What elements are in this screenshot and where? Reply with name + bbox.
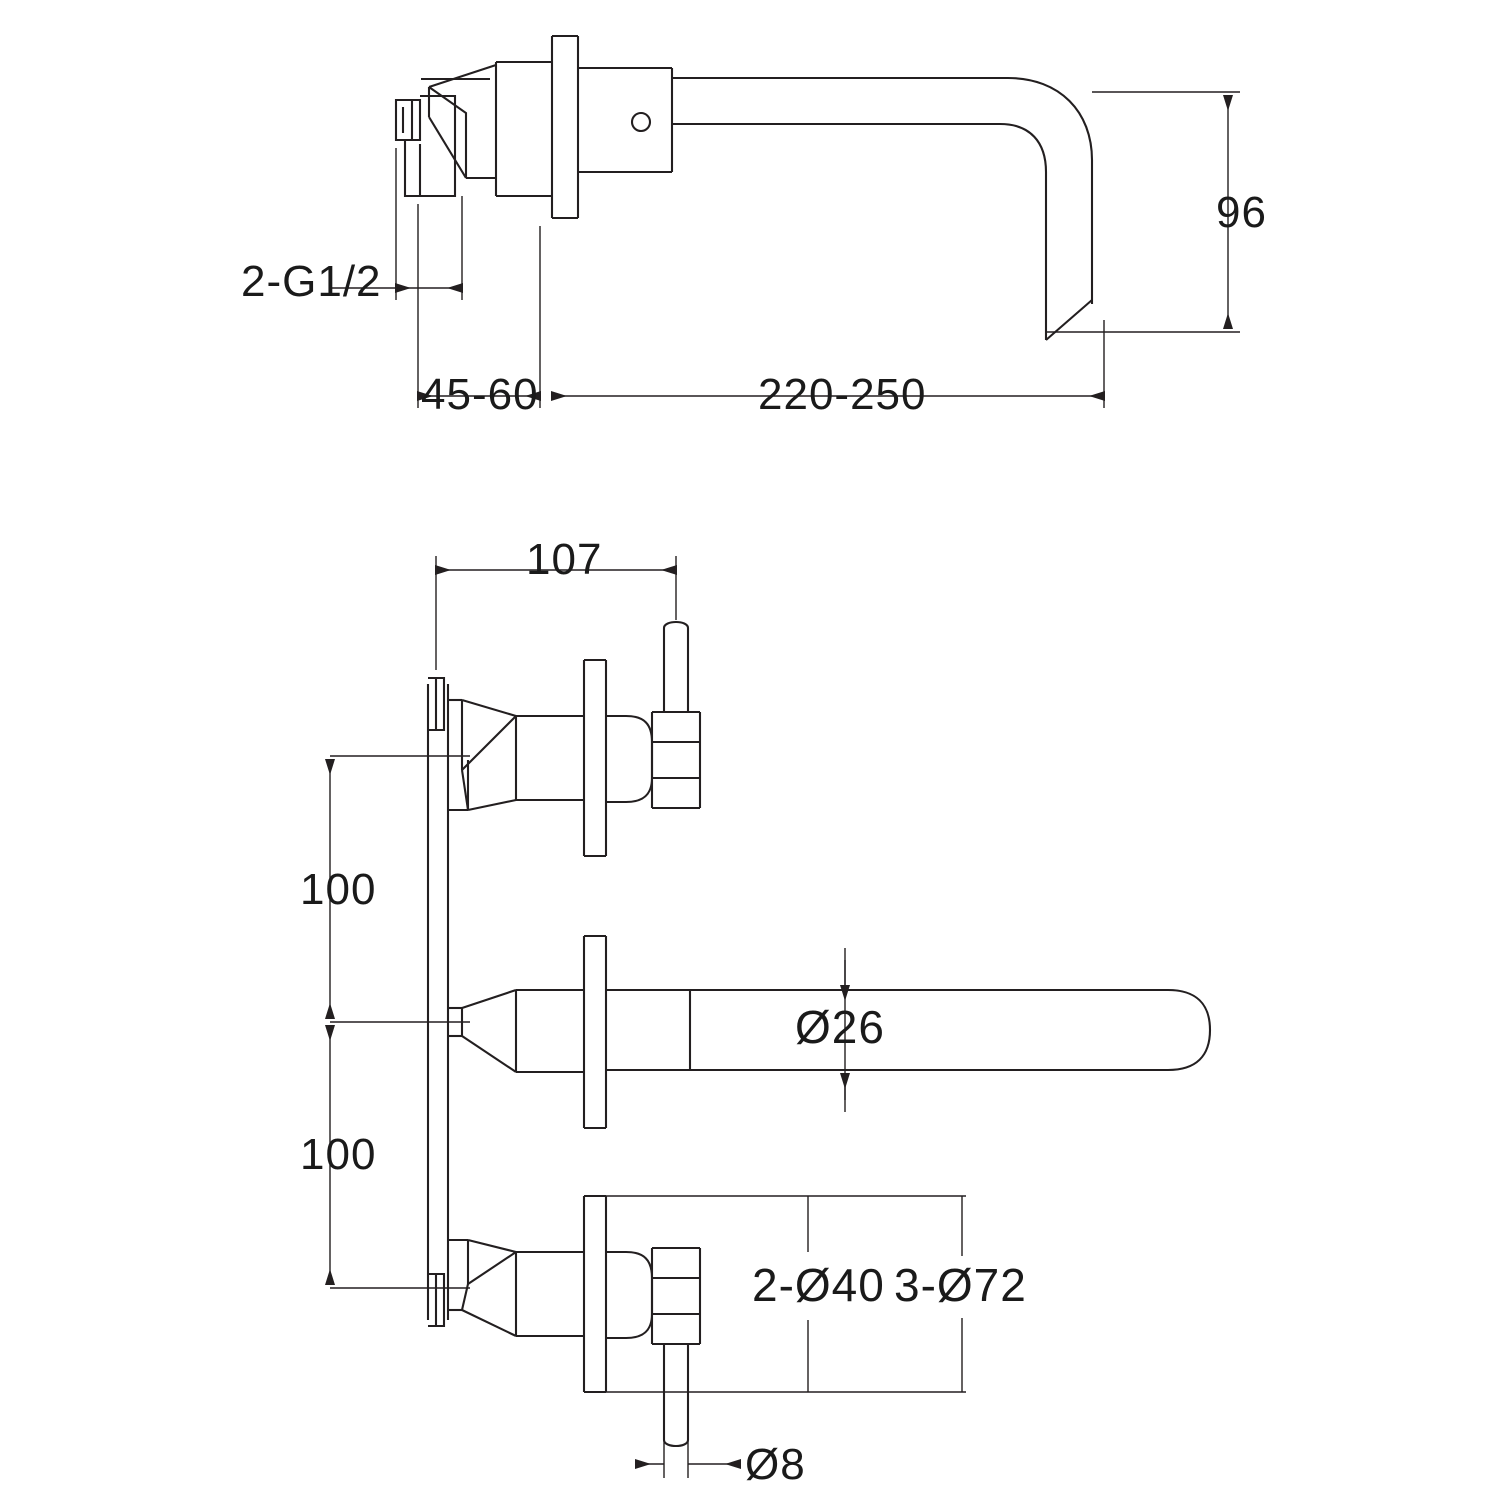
dim-label-spacing-lower: 100 bbox=[300, 1130, 377, 1179]
dim-label-plate-holes: 3-Ø72 bbox=[894, 1259, 1027, 1311]
dim-label-handle-holes: 2-Ø40 bbox=[752, 1259, 885, 1311]
side-view-geometry bbox=[394, 34, 1094, 341]
front-view-dimensions bbox=[325, 556, 966, 1478]
dim-label-spout-height: 96 bbox=[1216, 188, 1267, 237]
dim-label-wall-depth: 45-60 bbox=[421, 370, 539, 419]
dim-label-spacing-upper: 100 bbox=[300, 865, 377, 914]
dim-label-spout-reach: 220-250 bbox=[758, 370, 927, 419]
dim-label-lever-diameter: Ø8 bbox=[745, 1440, 806, 1489]
dim-label-overall-width: 107 bbox=[526, 535, 603, 584]
dim-label-spout-diameter: Ø26 bbox=[795, 1001, 885, 1053]
front-view-geometry bbox=[426, 620, 1212, 1448]
dim-label-thread: 2-G1/2 bbox=[241, 257, 382, 306]
side-view-dimensions bbox=[330, 91, 1240, 408]
